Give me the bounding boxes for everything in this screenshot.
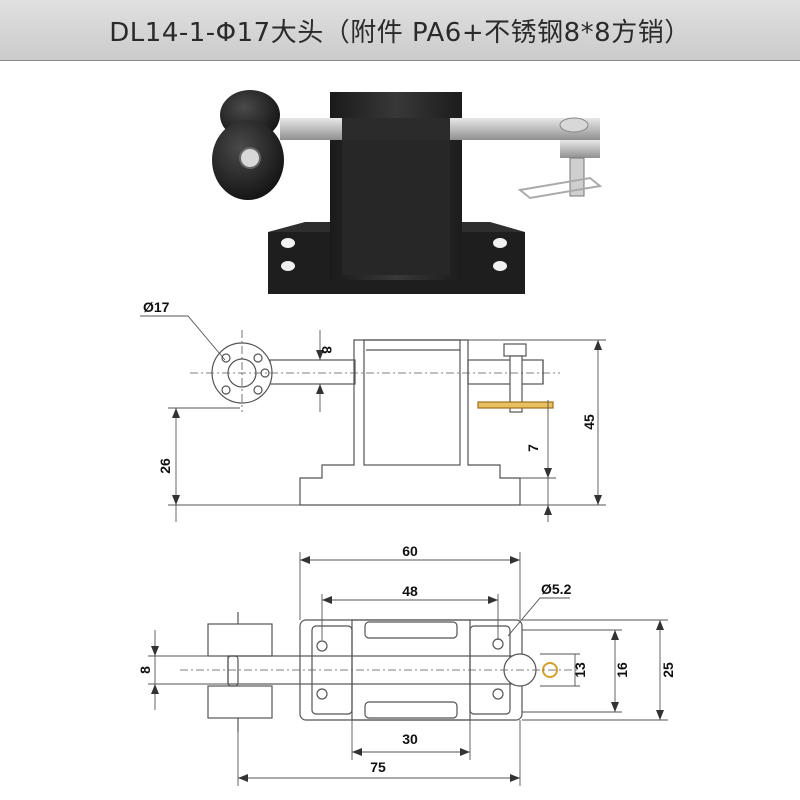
dim-hole-diameter: Ø5.2 bbox=[541, 581, 572, 597]
dim-top-bar: 8 bbox=[137, 666, 153, 674]
mount-hole bbox=[281, 261, 295, 271]
top-view bbox=[180, 612, 580, 732]
product-title: DL14-1-Φ17大头（附件 PA6+不锈钢8*8方销） bbox=[109, 17, 691, 48]
dim-slot: 30 bbox=[402, 731, 418, 747]
dim-width-outer: 60 bbox=[402, 543, 418, 559]
mount-hole bbox=[493, 261, 507, 271]
title-bar: DL14-1-Φ17大头（附件 PA6+不锈钢8*8方销） bbox=[0, 0, 800, 61]
dim-width-holes: 48 bbox=[402, 583, 418, 599]
dim-13: 13 bbox=[572, 662, 588, 678]
mount-hole bbox=[281, 238, 295, 248]
roller-axle bbox=[239, 147, 261, 169]
dim-total-height: 45 bbox=[581, 414, 597, 430]
dim-side-bar: 8 bbox=[319, 346, 335, 354]
dim-16: 16 bbox=[614, 662, 630, 678]
dim-base-thickness: 7 bbox=[525, 444, 541, 452]
mount-hole bbox=[493, 238, 507, 248]
photo-pin-head bbox=[559, 117, 589, 133]
dim-length-total: 75 bbox=[370, 759, 386, 775]
dim-roller-diameter: Ø17 bbox=[143, 299, 170, 315]
side-view bbox=[190, 330, 560, 506]
photo-pin bbox=[569, 157, 585, 197]
dim-axis-height: 26 bbox=[157, 458, 173, 474]
dim-25: 25 bbox=[660, 662, 676, 678]
